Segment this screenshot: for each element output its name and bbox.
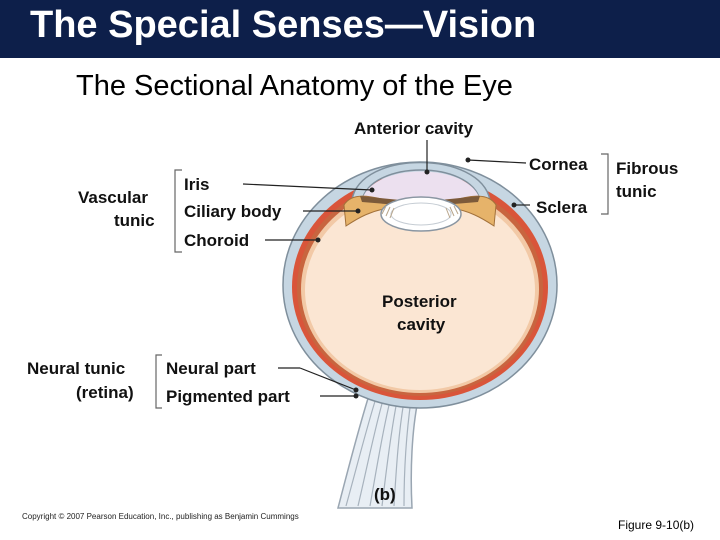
leader-dots (315, 157, 517, 399)
figure-reference: Figure 9-10(b) (618, 518, 695, 532)
label-pigmented-part: Pigmented part (166, 387, 290, 406)
label-iris: Iris (184, 175, 210, 194)
bracket-neural (155, 354, 162, 409)
label-neural-part: Neural part (166, 359, 256, 378)
page-subtitle: The Sectional Anatomy of the Eye (76, 70, 513, 102)
label-cornea: Cornea (529, 155, 588, 174)
label-neural-tunic-2: (retina) (76, 383, 134, 402)
label-neural-tunic-1: Neural tunic (27, 359, 125, 378)
label-fibrous-tunic-2: tunic (616, 182, 657, 201)
page-title: The Special Senses—Vision (30, 4, 537, 46)
label-fibrous-tunic-1: Fibrous (616, 159, 678, 178)
anterior-cavity (362, 171, 480, 200)
copyright-notice: Copyright © 2007 Pearson Education, Inc.… (22, 512, 299, 521)
suspensory-ligaments (381, 205, 459, 219)
bracket-fibrous (601, 153, 609, 215)
label-anterior-cavity: Anterior cavity (354, 119, 474, 138)
leader-lines (242, 140, 530, 397)
posterior-cavity (305, 190, 535, 390)
label-ciliary-body: Ciliary body (184, 202, 282, 221)
label-panel-b: (b) (374, 485, 396, 504)
label-sclera: Sclera (536, 198, 588, 217)
brackets (155, 153, 609, 409)
label-posterior-cavity-1: Posterior (382, 292, 457, 311)
label-choroid: Choroid (184, 231, 249, 250)
optic-nerve (337, 391, 419, 509)
label-vascular-tunic-2: tunic (114, 211, 155, 230)
lens (380, 196, 462, 232)
bracket-vascular (174, 169, 182, 253)
title-bar: The Special Senses—Vision (0, 0, 720, 58)
lens-detail (390, 202, 452, 226)
label-posterior-cavity-2: cavity (397, 315, 446, 334)
label-vascular-tunic-1: Vascular (78, 188, 148, 207)
